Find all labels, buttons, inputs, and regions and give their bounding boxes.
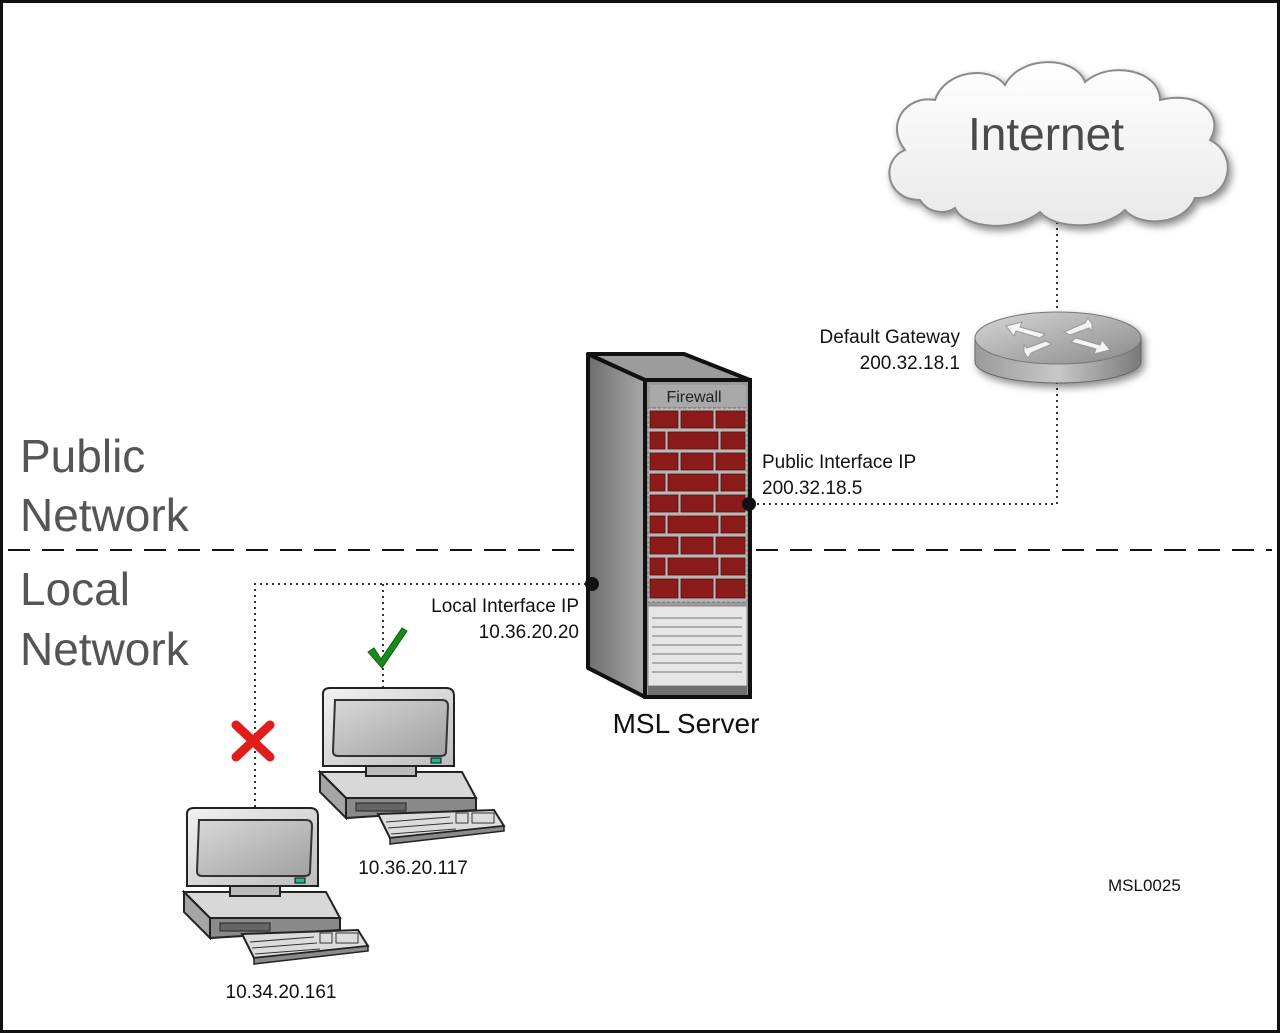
public-zone-label-line1: Public — [20, 430, 145, 482]
local-interface-ip: 10.36.20.20 — [479, 622, 579, 643]
local-interface-label: Local Interface IP — [431, 596, 579, 617]
local-interface-port — [585, 577, 599, 591]
workstation-blocked-ip: 10.34.20.161 — [226, 982, 337, 1003]
msl-server-icon: Firewall — [586, 352, 752, 699]
firewall-label: Firewall — [666, 389, 721, 406]
local-zone-label-line2: Network — [20, 623, 190, 675]
internet-cloud — [888, 61, 1229, 227]
check-icon — [367, 627, 408, 669]
workstation-allowed-ip: 10.36.20.117 — [358, 858, 468, 879]
public-interface-ip: 200.32.18.5 — [762, 478, 862, 499]
workstation-blocked — [181, 807, 370, 965]
public-interface-label: Public Interface IP — [762, 452, 916, 473]
router-to-server-link — [749, 382, 1058, 505]
gateway-label: Default Gateway — [820, 327, 961, 348]
public-interface-port — [742, 497, 756, 511]
router-icon — [974, 311, 1142, 384]
cross-icon — [231, 720, 275, 762]
firewall-bricks — [647, 407, 748, 603]
figure-code: MSL0025 — [1108, 876, 1181, 895]
public-zone-label-line2: Network — [20, 489, 190, 541]
internet-label: Internet — [968, 108, 1124, 160]
cloud-icon — [888, 61, 1229, 227]
gateway-ip: 200.32.18.1 — [860, 353, 960, 374]
workstation-allowed — [317, 687, 506, 845]
server-name-label: MSL Server — [613, 708, 760, 739]
local-zone-label-line1: Local — [20, 563, 130, 615]
